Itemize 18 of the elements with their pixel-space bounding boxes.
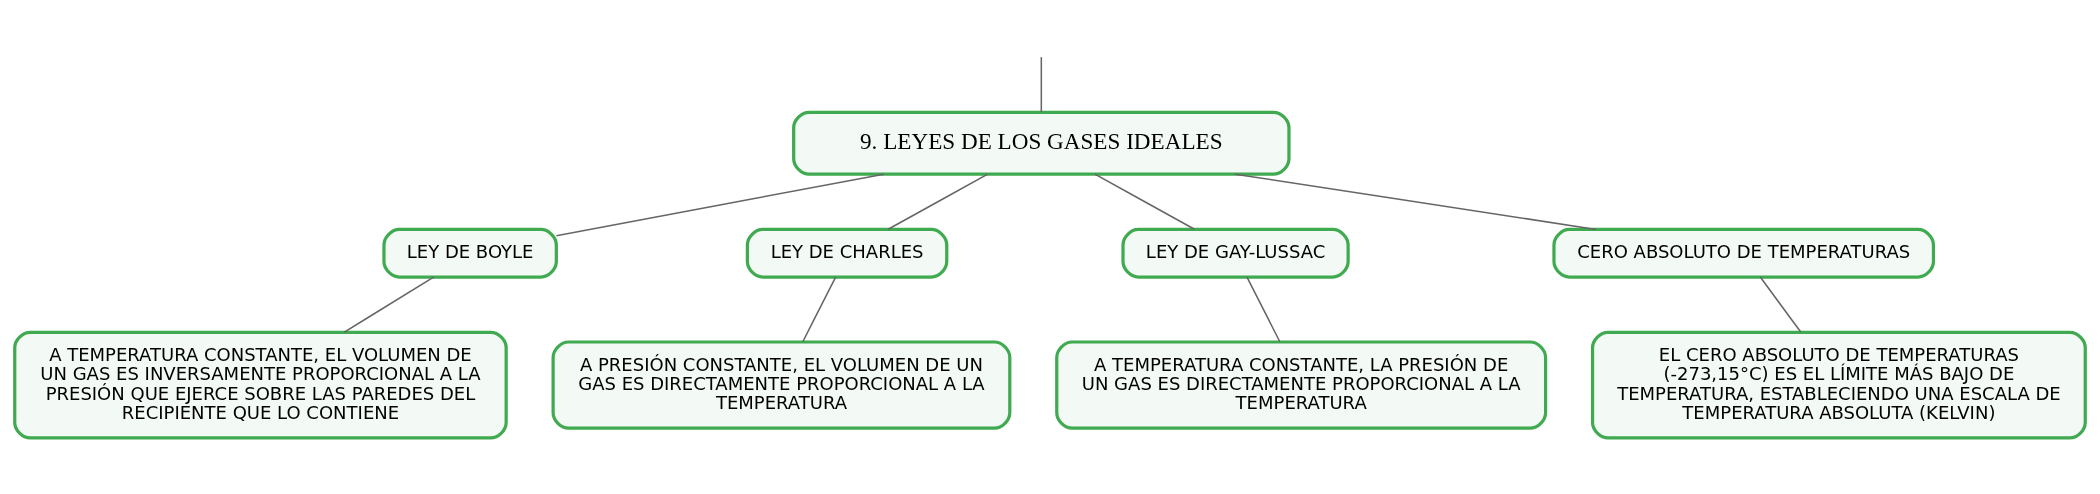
node-box: CERO ABSOLUTO DE TEMPERATURAS	[1552, 227, 1936, 279]
connector	[1234, 173, 1597, 231]
node-box: LEY DE BOYLE	[382, 227, 558, 279]
connector	[1246, 276, 1281, 343]
connector	[555, 173, 885, 237]
connector	[1040, 56, 1043, 113]
node-box: 9. LEYES DE LOS GASES IDEALES	[792, 110, 1291, 176]
connector	[802, 276, 837, 343]
connector	[1094, 173, 1196, 230]
node-box: LEY DE CHARLES	[745, 227, 949, 279]
connector	[887, 173, 989, 230]
node-box: LEY DE GAY-LUSSAC	[1121, 227, 1350, 279]
connector	[1759, 276, 1802, 333]
node-box: EL CERO ABSOLUTO DE TEMPERATURAS (-273,15°C) ES EL LÍMITE MÁS BAJO DE TEMPERATURA, ESTABLECIENDO UNA ESCALA DE TEMPERATURA ABSOLUTA (KELVIN)	[1590, 330, 2087, 440]
node-box: A PRESIÓN CONSTANTE, EL VOLUMEN DE UN GAS ES DIRECTAMENTE PROPORCIONAL A LA TEMPERATURA	[551, 340, 1012, 430]
connector	[343, 276, 435, 334]
node-box: A TEMPERATURA CONSTANTE, EL VOLUMEN DE UN GAS ES INVERSAMENTE PROPORCIONAL A LA PRESIÓN QUE EJERCE SOBRE LAS PAREDES DEL RECIPIENTE QUE LO CONTIENE	[13, 330, 508, 440]
node-box: A TEMPERATURA CONSTANTE, LA PRESIÓN DE UN GAS ES DIRECTAMENTE PROPORCIONAL A LA TEMPERATURA	[1055, 340, 1548, 430]
